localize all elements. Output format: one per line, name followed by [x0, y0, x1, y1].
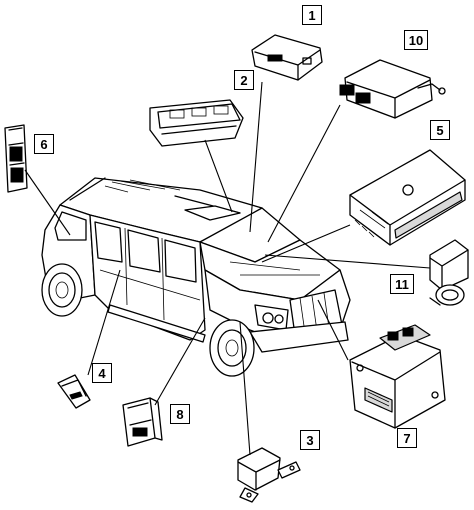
callout-3: 3 [300, 430, 320, 450]
module-1-icon [251, 34, 323, 81]
callout-11: 11 [390, 274, 414, 294]
module-11-icon [429, 239, 469, 306]
callout-1: 1 [302, 5, 322, 25]
module-8-icon [122, 397, 163, 447]
module-7-icon [349, 324, 446, 429]
callout-4: 4 [92, 363, 112, 383]
callout-10: 10 [404, 30, 428, 50]
module-4-icon [57, 374, 91, 409]
vehicle-illustration [41, 177, 351, 377]
module-5-icon [349, 149, 466, 246]
module-6-icon [4, 124, 28, 193]
callout-2: 2 [234, 70, 254, 90]
callout-8: 8 [170, 404, 190, 424]
module-2-icon [149, 99, 244, 147]
module-10-icon [339, 59, 446, 119]
module-3-icon [237, 447, 301, 503]
callout-6: 6 [34, 134, 54, 154]
callout-5: 5 [430, 120, 450, 140]
callout-7: 7 [397, 428, 417, 448]
leader-lines [24, 81, 431, 456]
